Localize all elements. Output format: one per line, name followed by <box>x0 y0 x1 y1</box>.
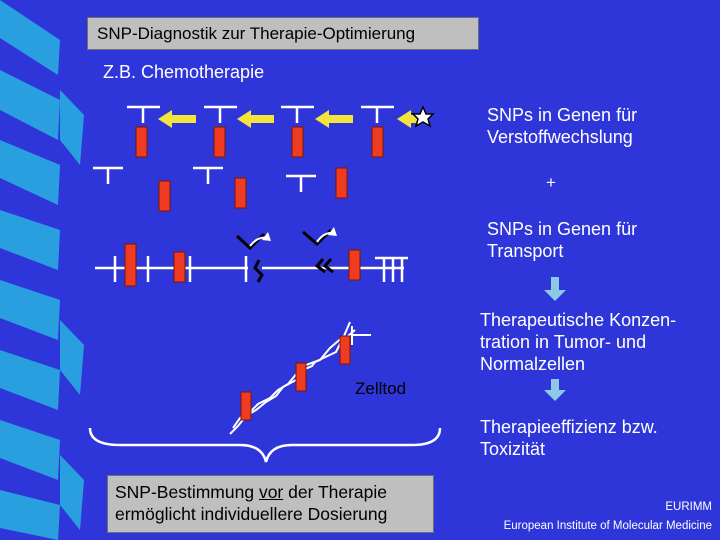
flow-arrow-down-1 <box>544 277 566 301</box>
plus-sign: + <box>546 173 556 192</box>
transport-snp-markers <box>124 243 361 287</box>
footer-credit: EURIMM European Institute of Molecular M… <box>504 498 712 536</box>
transport-pathway <box>95 256 408 282</box>
metabolism-label: SNPs in Genen für Verstoffwechslung <box>487 105 638 147</box>
receptor-t-5 <box>93 166 123 184</box>
transporter-chevrons <box>235 228 334 283</box>
metabolism-arrows <box>158 110 427 128</box>
conclusion-text-b: der Therapie <box>283 482 388 502</box>
flow-arrow-down-2 <box>544 379 566 401</box>
receptor-t-2 <box>204 105 237 123</box>
transport-label: SNPs in Genen für Transport <box>487 219 638 261</box>
footer-org-short: EURIMM <box>665 501 712 513</box>
receptor-t-4 <box>361 105 394 123</box>
receptor-t-7 <box>286 174 316 192</box>
title-box: SNP-Diagnostik zur Therapie-Optimierung <box>87 17 479 50</box>
curly-brace <box>88 427 442 463</box>
efficacy-label: Therapieeffizienz bzw. Toxizität <box>480 417 658 459</box>
conclusion-line-2: ermöglicht individuellere Dosierung <box>115 504 388 524</box>
dna-snp-markers <box>240 335 351 421</box>
footer-org-full: European Institute of Molecular Medicine <box>503 520 712 532</box>
receptor-t-3 <box>281 105 314 123</box>
receptor-t-1 <box>127 105 160 123</box>
conclusion-text-a: SNP-Bestimmung <box>115 482 259 502</box>
subtitle: Z.B. Chemotherapie <box>103 62 265 82</box>
receptor-t-6 <box>193 166 223 184</box>
concentration-label: Therapeutische Konzen- tration in Tumor-… <box>480 310 677 374</box>
slide-title: SNP-Diagnostik zur Therapie-Optimierung <box>97 24 416 43</box>
cell-death-label: Zelltod <box>355 379 407 398</box>
decorative-zigzag-stripe <box>0 0 84 540</box>
conclusion-underlined-word: vor <box>258 482 284 502</box>
drug-star-icon <box>411 105 435 128</box>
metabolism-pathway <box>93 105 394 192</box>
metabolism-snp-markers <box>135 126 384 212</box>
